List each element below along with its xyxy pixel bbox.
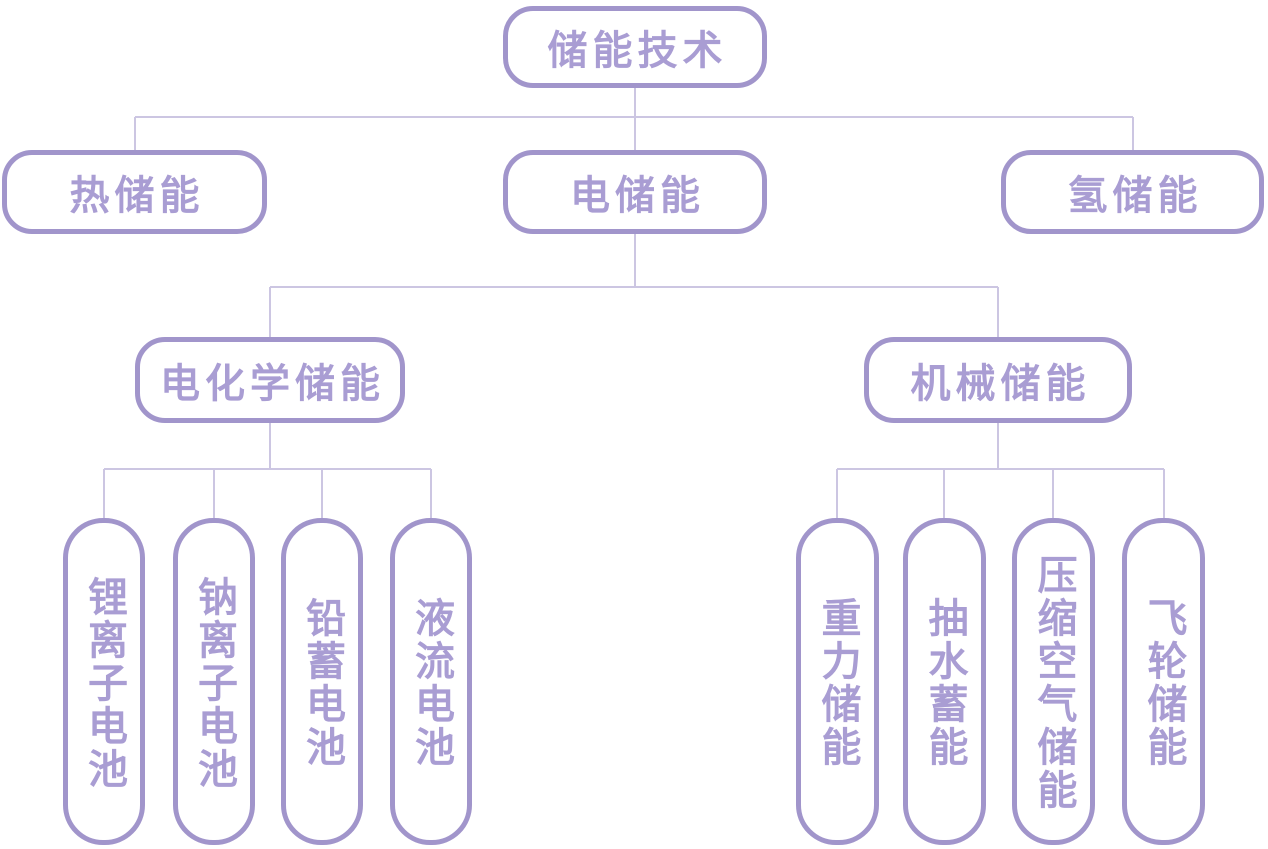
node-label: 机械储能 (910, 362, 1091, 406)
node-electric-storage: 电储能 (503, 150, 767, 234)
node-label: 重力储能 (815, 597, 860, 769)
node-sodium-ion-battery: 钠离子电池 (173, 518, 255, 845)
node-label: 电化学储能 (160, 362, 385, 406)
node-label: 钠离子电池 (192, 575, 236, 791)
node-thermal-storage: 热储能 (2, 150, 267, 234)
node-flow-battery: 液流电池 (390, 518, 472, 845)
node-label: 液流电池 (409, 597, 453, 769)
node-electrochemical-storage: 电化学储能 (135, 337, 405, 423)
node-label: 热储能 (69, 174, 205, 218)
node-label: 电储能 (570, 174, 705, 218)
node-label: 锂离子电池 (82, 575, 126, 791)
node-label: 储能技术 (547, 29, 728, 73)
node-gravity-storage: 重力储能 (796, 518, 879, 845)
node-label: 压缩空气储能 (1031, 554, 1076, 812)
node-compressed-air-storage: 压缩空气储能 (1012, 518, 1095, 845)
node-label: 抽水蓄能 (922, 597, 967, 769)
node-hydrogen-storage: 氢储能 (1001, 150, 1264, 234)
node-label: 氢储能 (1067, 174, 1203, 218)
node-lithium-ion-battery: 锂离子电池 (63, 518, 145, 845)
node-pumped-hydro-storage: 抽水蓄能 (903, 518, 986, 845)
node-lead-acid-battery: 铅蓄电池 (281, 518, 363, 845)
node-energy-storage-tech: 储能技术 (503, 6, 767, 88)
node-mechanical-storage: 机械储能 (864, 337, 1132, 423)
node-label: 铅蓄电池 (300, 597, 344, 769)
node-flywheel-storage: 飞轮储能 (1122, 518, 1205, 845)
node-label: 飞轮储能 (1141, 597, 1186, 769)
